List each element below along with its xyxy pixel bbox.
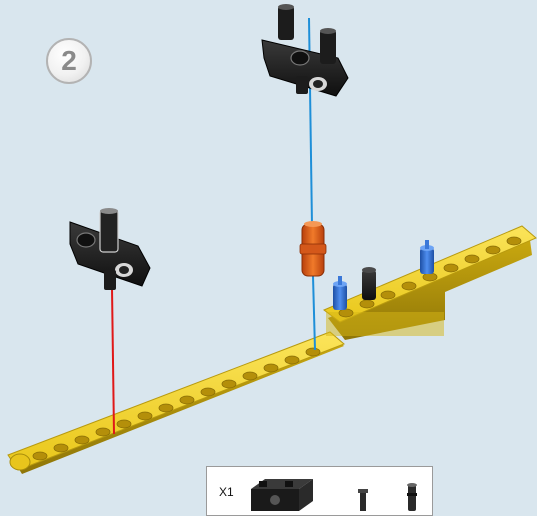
yellow-beam-long [8, 332, 344, 474]
guide-line-blue-upper [309, 18, 312, 226]
parts-quantity-label: X1 [219, 485, 234, 499]
black-cross-block-thumbnail-icon [247, 475, 317, 511]
black-cross-block-upper [262, 4, 348, 96]
black-pin [362, 267, 376, 300]
black-cross-block-lower [70, 208, 150, 290]
orange-axle-pin [300, 221, 326, 276]
step-number-badge: 2 [46, 38, 92, 84]
guide-line-red [112, 288, 114, 434]
step-number: 2 [61, 45, 77, 77]
small-pin-thumbnail-icon [357, 487, 369, 511]
blue-pin-left [333, 276, 347, 310]
blue-pin-right [420, 240, 434, 274]
yellow-beam-short [324, 226, 536, 340]
parts-callout: X1 [206, 466, 433, 516]
